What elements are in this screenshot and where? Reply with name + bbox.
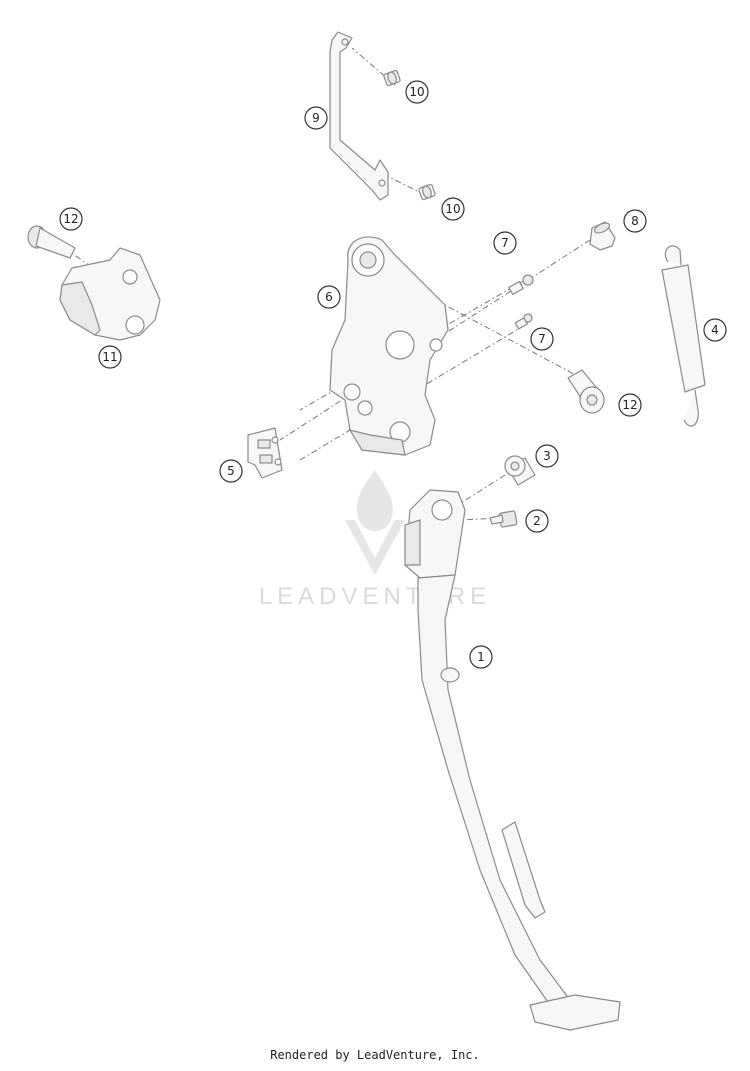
bracket-hole-bottom [378,179,386,187]
callout-10-lower[interactable]: 10 [441,197,465,221]
watermark-flame-logo [345,470,405,575]
svg-text:5: 5 [227,464,235,478]
callout-12-right[interactable]: 12 [618,393,642,417]
part-6-mounting-plate [329,236,449,456]
callouts: 1 2 3 4 5 6 7 7 8 9 10 10 11 12 12 [59,80,727,669]
stand-spring-hook [440,667,460,683]
part-12-bolt-right [567,369,605,414]
svg-text:10: 10 [409,85,424,99]
part-3-bolt [504,455,536,486]
svg-text:1: 1 [477,650,485,664]
svg-text:6: 6 [325,290,333,304]
part-7-screw-upper [508,274,534,296]
part-11-mount [59,247,161,341]
part-7-screw-lower [514,313,533,330]
bracket-rod [329,31,389,201]
svg-text:7: 7 [538,332,546,346]
callout-8[interactable]: 8 [623,209,647,233]
callout-10-upper[interactable]: 10 [405,80,429,104]
callout-7-lower[interactable]: 7 [530,327,554,351]
part-5-switch [247,427,283,479]
svg-text:9: 9 [312,111,320,125]
part-8-spring-pin [589,221,616,251]
part-12-bolt-left [27,225,76,259]
mount-hole-upper [122,269,138,285]
callout-2[interactable]: 2 [525,509,549,533]
svg-text:4: 4 [711,323,719,337]
part-10-bolt-upper [383,69,401,87]
svg-text:10: 10 [445,202,460,216]
svg-text:3: 3 [543,449,551,463]
callout-1[interactable]: 1 [469,645,493,669]
svg-text:12: 12 [63,212,78,226]
callout-3[interactable]: 3 [535,444,559,468]
callout-7-upper[interactable]: 7 [493,231,517,255]
footer-credit: Rendered by LeadVenture, Inc. [270,1048,480,1062]
part-1-side-stand [404,489,621,1031]
svg-text:12: 12 [622,398,637,412]
mount-hole-lower [125,315,145,335]
part-2-screw [489,510,518,528]
watermark-text: LEADVENTURE [259,583,491,610]
part-4-spring [661,245,706,427]
callout-12-left[interactable]: 12 [59,207,83,231]
svg-text:7: 7 [501,236,509,250]
callout-5[interactable]: 5 [219,459,243,483]
callout-11[interactable]: 11 [98,345,122,369]
bracket-hole-top [341,38,349,46]
stand-leg [417,574,571,1006]
stand-foot [529,994,621,1031]
svg-text:11: 11 [102,350,117,364]
callout-6[interactable]: 6 [317,285,341,309]
callout-4[interactable]: 4 [703,318,727,342]
svg-text:2: 2 [533,514,541,528]
svg-text:8: 8 [631,214,639,228]
part-10-bolt-lower [418,183,436,201]
plate-hole-center [385,330,415,360]
callout-9[interactable]: 9 [304,106,328,130]
part-9-bracket [329,31,389,201]
